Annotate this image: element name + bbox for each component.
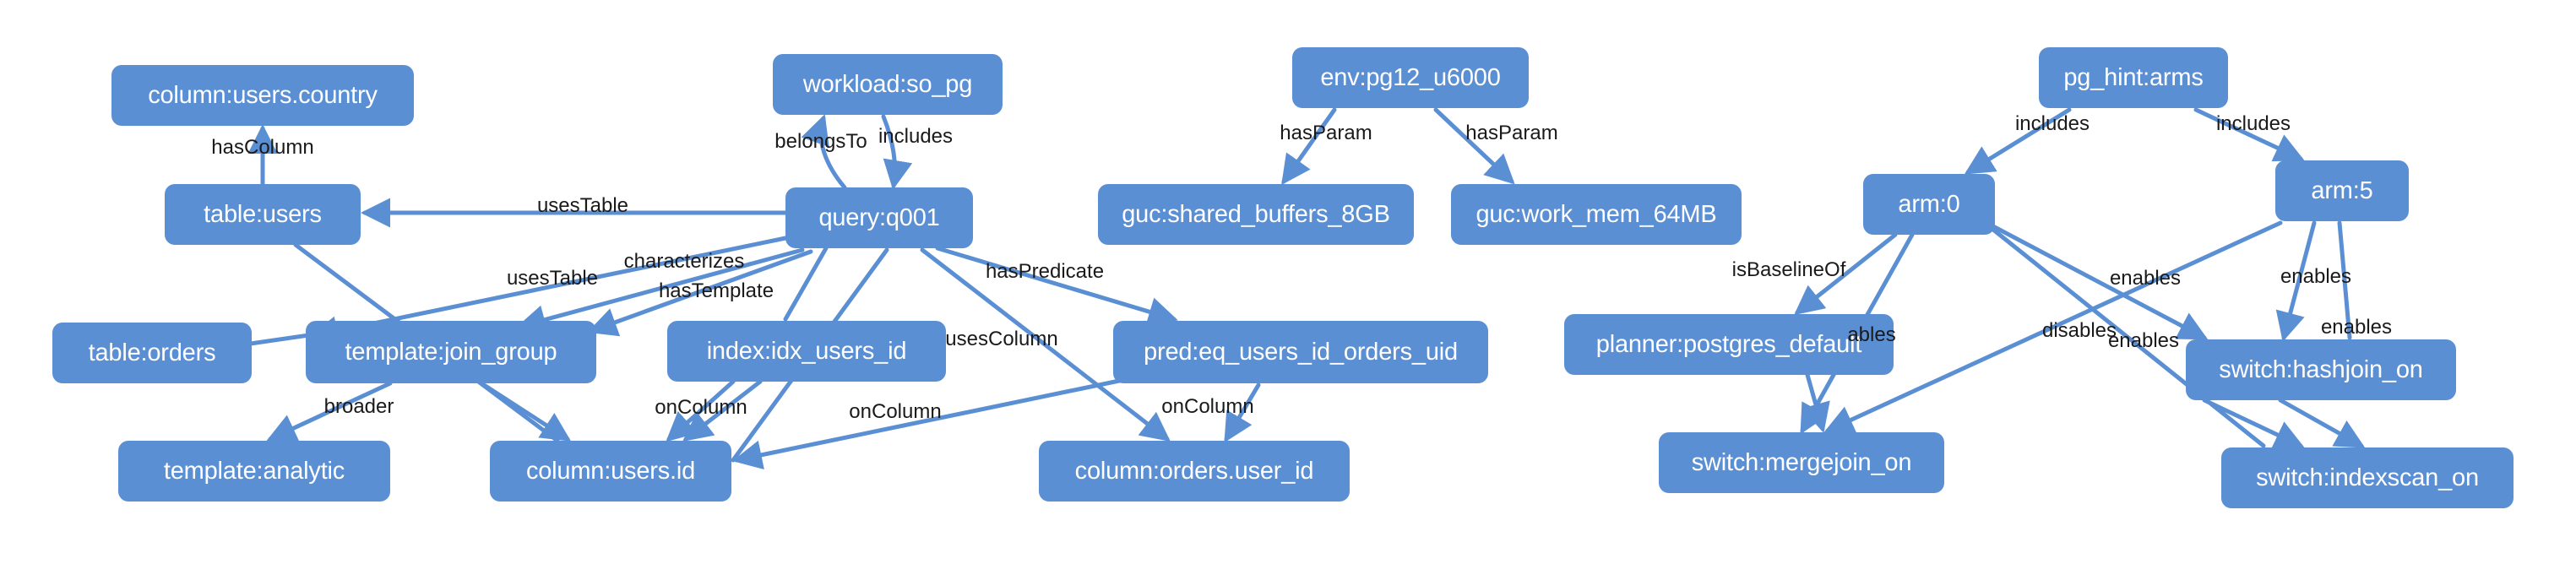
graph-node-pred-eq[interactable]: pred:eq_users_id_orders_uid: [1113, 321, 1488, 383]
graph-edge: [1823, 220, 2283, 434]
graph-edge: [1224, 382, 1261, 443]
graph-edge: [2193, 107, 2305, 162]
graph-edge: [783, 246, 829, 322]
graph-node-index-idx-users-id[interactable]: index:idx_users_id: [667, 321, 946, 382]
graph-edge: [881, 114, 913, 190]
graph-node-switch-indexscan-on[interactable]: switch:indexscan_on: [2221, 447, 2514, 508]
graph-edge: [1281, 107, 1337, 186]
graph-edge: [1802, 372, 1830, 433]
graph-edge: [1987, 222, 2209, 340]
graph-node-guc-work-mem[interactable]: guc:work_mem_64MB: [1451, 184, 1742, 245]
graph-node-column-orders-user-id[interactable]: column:orders.user_id: [1039, 441, 1350, 502]
graph-edge: [2202, 398, 2305, 448]
graph-edge: [920, 247, 1171, 442]
graph-node-pg-hint-arms[interactable]: pg_hint:arms: [2039, 47, 2228, 108]
graph-edge: [1964, 107, 2072, 175]
graph-edge: [801, 114, 847, 190]
graph-edge: [479, 381, 572, 442]
graph-edge: [666, 379, 736, 442]
graph-node-template-join-group[interactable]: template:join_group: [306, 321, 596, 383]
graph-node-env-pg12-u6000[interactable]: env:pg12_u6000: [1292, 47, 1529, 108]
graph-node-template-analytic[interactable]: template:analytic: [118, 441, 390, 502]
graph-edge: [2278, 398, 2366, 448]
graph-edge: [308, 236, 788, 346]
graph-node-guc-shared-buffers[interactable]: guc:shared_buffers_8GB: [1098, 184, 1414, 245]
graph-node-column-users-id[interactable]: column:users.id: [490, 441, 731, 502]
graph-node-table-orders[interactable]: table:orders: [52, 323, 252, 383]
graph-edge: [682, 379, 763, 442]
graph-node-workload-so-pg[interactable]: workload:so_pg: [773, 54, 1003, 115]
graph-edge: [2337, 220, 2352, 340]
graph-edge: [516, 247, 805, 334]
graph-edge: [2275, 220, 2317, 342]
graph-node-arm-5[interactable]: arm:5: [2275, 160, 2409, 221]
graph-edge: [1991, 227, 2266, 448]
graph-edge: [587, 249, 813, 337]
graph-edge: [732, 377, 1126, 470]
edges-group: [217, 107, 2366, 470]
graph-edge: [1433, 107, 1515, 185]
graph-edge: [266, 381, 393, 442]
graph-edge: [935, 246, 1178, 327]
graph-node-planner-postgres-default[interactable]: planner:postgres_default: [1564, 314, 1894, 375]
graph-node-query-q001[interactable]: query:q001: [785, 187, 973, 248]
graph-node-column-users-country[interactable]: column:users.country: [111, 65, 414, 126]
graph-node-arm-0[interactable]: arm:0: [1863, 174, 1995, 235]
graph-node-table-users[interactable]: table:users: [165, 184, 361, 245]
graph-node-switch-mergejoin-on[interactable]: switch:mergejoin_on: [1659, 432, 1944, 493]
graph-edge: [1794, 232, 1898, 316]
graph-node-switch-hashjoin-on[interactable]: switch:hashjoin_on: [2186, 339, 2456, 400]
